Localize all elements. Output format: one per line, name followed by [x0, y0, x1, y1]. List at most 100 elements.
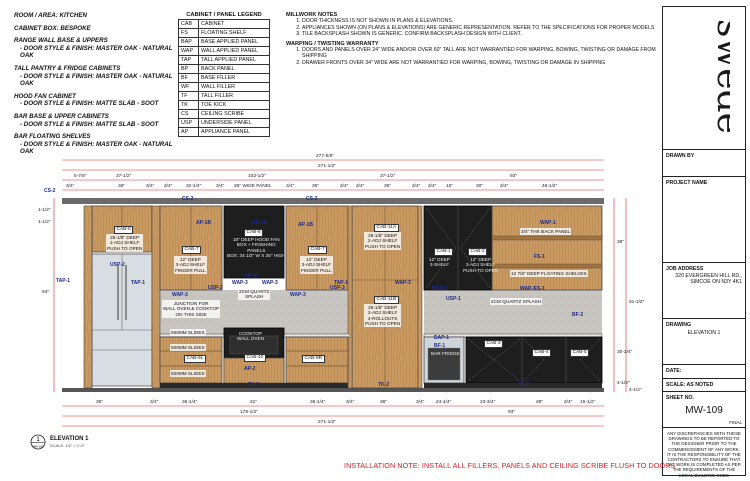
- note-cab7b: 12" DEEP 3-ADJ SHELF FINGER PULL: [300, 256, 333, 274]
- label-fs: FS-1: [534, 286, 545, 292]
- label-tap: TAP-1: [56, 278, 71, 284]
- dim-top-seg: 93": [510, 174, 518, 179]
- label-cs: CS-2: [182, 196, 194, 202]
- legend-code: BP: [178, 64, 199, 74]
- dim-bottom: 36": [96, 400, 104, 405]
- dim-top-seg: 103-1/2": [248, 174, 266, 179]
- dim-height: 1-1/2": [38, 208, 51, 213]
- ceiling-band: [62, 198, 604, 204]
- disclaimer-cell: ANY DISCREPANCIES WITH THESE DRAWINGS TO…: [663, 428, 745, 478]
- elevation-number: 1: [36, 437, 40, 443]
- dim-upper: 15": [446, 184, 454, 189]
- dim-top-seg: 37-1/2": [116, 174, 132, 179]
- dim-bottom: 36": [380, 400, 388, 405]
- dim-upper: 36": [312, 184, 320, 189]
- dim-upper: 3/4": [216, 184, 225, 189]
- legend-description: WALL FILLER: [198, 82, 270, 92]
- legend-description: CABINET: [198, 19, 270, 29]
- note-cooktop: COOKTOP WALL OVEN: [237, 330, 265, 342]
- elevation-marker-icon: 1 MW-109: [30, 434, 46, 450]
- legend-code: TF: [178, 91, 199, 101]
- drawing-cell: DRAWING ELEVATION 1: [663, 319, 745, 365]
- logo-cell: swede: [663, 7, 745, 150]
- room-notes: ROOM / AREA: KITCHEN CABINET BOX: BESPOK…: [14, 12, 179, 161]
- toe-kick: [424, 383, 602, 388]
- dim-height: 4-1/2": [629, 388, 642, 393]
- dim-upper: 3/4": [286, 184, 295, 189]
- millwork-note: DOOR THICKNESS IS NOT SHOWN IN PLANS & E…: [302, 18, 658, 24]
- swede-logo: swede: [709, 19, 730, 134]
- label-tap: TAP-1: [131, 280, 146, 286]
- dim-upper: 3/4": [146, 184, 155, 189]
- dim-height: 4-1/2": [617, 381, 630, 386]
- dim-upper: 36": [384, 184, 392, 189]
- legend-code: WF: [178, 82, 199, 92]
- dim-bottom: 15-1/2": [580, 400, 596, 405]
- cab-tag: CAB-10: [244, 354, 266, 362]
- legend-description: FLOATING SHELF: [198, 28, 270, 38]
- note-cab11a: 25-1/8" DEEP 2-ADJ SHELF PUSH TO OPEN: [364, 232, 402, 250]
- group-detail: - DOOR STYLE & FINISH: MASTER OAK - NATU…: [20, 44, 173, 60]
- sheet-label: SHEET NO.: [666, 395, 694, 401]
- label-cs: CS-2: [44, 188, 56, 194]
- dim-bottom: 3/4": [564, 400, 573, 405]
- legend-code: AP: [178, 127, 199, 137]
- group-detail: - DOOR STYLE & FINISH: MATTE SLAB - SOOT: [20, 100, 159, 108]
- group-title: BAR FLOATING SHELVES: [14, 133, 91, 141]
- dim-height: 30-3/4": [617, 350, 633, 355]
- warping-note: DOORS AND PANELS OVER 24" WIDE AND/OR OV…: [302, 47, 658, 60]
- label-ap: AP-1B: [298, 222, 314, 228]
- group-detail: - DOOR STYLE & FINISH: MASTER OAK - NATU…: [20, 140, 173, 156]
- dim-height: 38": [617, 240, 625, 245]
- dim-bottom-overall: 271-1/2": [318, 420, 336, 425]
- note-hood: 18" DEEP HOOD FAN BOX + FINISHING PANELS…: [227, 236, 286, 259]
- label-bap: BAP-1: [434, 335, 450, 341]
- note-slides: 500MM SLIDES: [170, 370, 206, 377]
- legend-code: TK: [178, 100, 199, 110]
- legend-code: CAB: [178, 19, 199, 29]
- legend-description: CEILING SCRIBE: [198, 109, 270, 119]
- label-bap: BF-1: [434, 343, 446, 349]
- dim-height: 1-1/2": [38, 220, 51, 225]
- label-ap: AP-1A: [252, 220, 268, 226]
- legend-description: TALL FILLER: [198, 91, 270, 101]
- note-slides: 500MM SLIDES: [170, 329, 206, 336]
- legend-code: WAP: [178, 46, 199, 56]
- cab-tag: CAB-5: [570, 349, 590, 357]
- cab-tag: CAB-8: [244, 229, 264, 237]
- hood-fan-cabinet: [223, 205, 285, 279]
- job-address-cell: JOB ADDRESS 320 EVERGREEN HILL RD., SIMC…: [663, 263, 745, 319]
- label-wap: WAP-3: [232, 280, 248, 286]
- cab-tag: CAB-2: [468, 248, 488, 256]
- drawing-name: ELEVATION 1: [687, 330, 721, 336]
- legend-description: BACK PANEL: [198, 64, 270, 74]
- legend-code: FS: [178, 28, 199, 38]
- drawn-by-cell: DRAWN BY: [663, 150, 745, 177]
- dim-bottom: 3/4": [346, 400, 355, 405]
- legend-description: UNDERSIDE PANEL: [198, 118, 270, 128]
- dim-bottom: 36-1/4": [182, 400, 198, 405]
- label-tk: TK-2: [248, 382, 260, 388]
- cab-tag: CAB-1: [434, 248, 454, 256]
- dim-upper: 3/4": [164, 184, 173, 189]
- cab-tag: CAB-7: [182, 246, 202, 254]
- label-tk: TK-2: [378, 382, 390, 388]
- label-fs: FS-1: [534, 254, 545, 260]
- floor-line: [62, 388, 604, 392]
- elevation-title: ELEVATION 1: [50, 436, 89, 442]
- dim-upper: 3/4": [340, 184, 349, 189]
- drawn-by-label: DRAWN BY: [666, 153, 695, 159]
- disclaimer: ANY DISCREPANCIES WITH THESE DRAWINGS TO…: [667, 431, 741, 478]
- millwork-title: MILLWORK NOTES: [286, 12, 338, 18]
- millwork-notes: MILLWORK NOTES DOOR THICKNESS IS NOT SHO…: [286, 12, 658, 69]
- dim-bottom: 31": [250, 400, 258, 405]
- drawing-labels: 277-5/8" 271-1/2" 5-7/8" 37-1/2" 103-1/2…: [0, 150, 660, 440]
